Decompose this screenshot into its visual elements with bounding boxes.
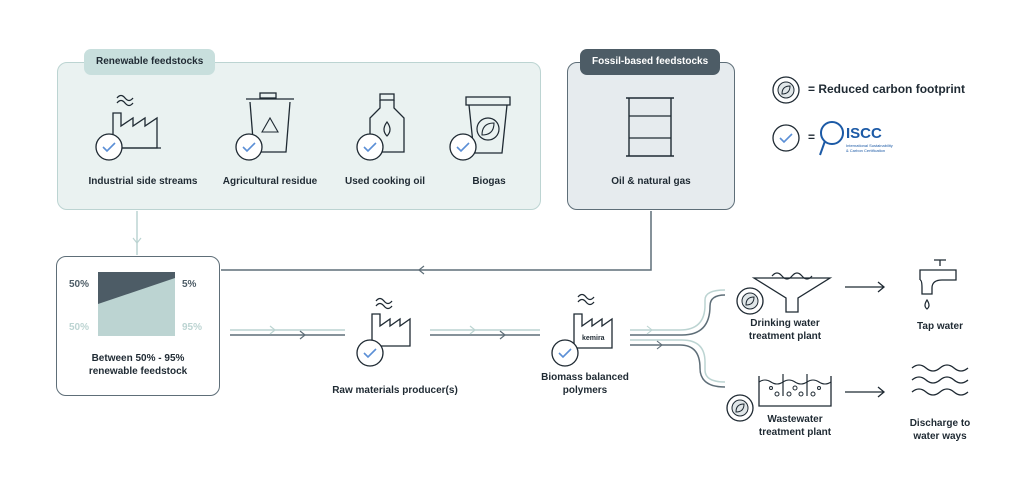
blend-top-left-pct: 50% bbox=[69, 279, 90, 290]
raw-materials-label: Raw materials producer(s) bbox=[332, 385, 458, 396]
check-badge-icon bbox=[95, 133, 123, 161]
leaf-badge-icon bbox=[736, 287, 764, 315]
drinking-water-label-1: Drinking water bbox=[750, 318, 820, 329]
oil-natural-gas-label: Oil & natural gas bbox=[611, 176, 691, 187]
legend-reduced-carbon: = Reduced carbon footprint bbox=[808, 82, 966, 96]
check-badge-icon bbox=[356, 133, 384, 161]
blend-top-right-pct: 5% bbox=[182, 279, 197, 290]
discharge-label-2: water ways bbox=[913, 431, 967, 442]
wastewater-label-2: treatment plant bbox=[758, 427, 832, 438]
discharge-label-1: Discharge to bbox=[909, 418, 971, 429]
kemira-wordmark: kemira bbox=[582, 335, 605, 342]
iscc-logo: ISCC International Sustainability & Carb… bbox=[818, 119, 900, 159]
fossil-feedstocks-tag: Fossil-based feedstocks bbox=[580, 49, 721, 75]
aeration-tank-icon bbox=[758, 374, 832, 407]
biogas-label: Biogas bbox=[472, 176, 506, 187]
biomass-label-1: Biomass balanced bbox=[541, 372, 629, 383]
funnel-icon bbox=[751, 272, 833, 313]
leaf-badge-icon bbox=[726, 394, 754, 422]
check-badge-icon bbox=[449, 133, 477, 161]
used-cooking-oil-label: Used cooking oil bbox=[344, 176, 425, 187]
renewable-feedstocks-tag: Renewable feedstocks bbox=[84, 49, 216, 75]
iscc-logo-sub1: International Sustainability bbox=[846, 143, 893, 148]
wastewater-label-1: Wastewater bbox=[767, 414, 823, 425]
kemira-factory-icon bbox=[573, 293, 613, 349]
check-badge-icon bbox=[551, 339, 579, 367]
check-badge-icon bbox=[356, 339, 384, 367]
blend-bottom-right-pct: 95% bbox=[182, 322, 203, 333]
factory-icon bbox=[371, 297, 411, 347]
oil-bottle-icon bbox=[369, 93, 405, 153]
waves-icon bbox=[911, 364, 969, 396]
tap-water-label: Tap water bbox=[917, 321, 963, 332]
iscc-logo-text: ISCC bbox=[846, 125, 882, 142]
agricultural-residue-label: Agricultural residue bbox=[222, 176, 318, 187]
recycle-bin-icon bbox=[246, 92, 294, 153]
blend-bottom-left-pct: 50% bbox=[69, 322, 90, 333]
drinking-water-label-2: treatment plant bbox=[748, 331, 822, 342]
iscc-logo-sub2: & Carbon Certification bbox=[846, 148, 886, 153]
blend-ratio-graphic bbox=[98, 272, 175, 336]
legend-iscc-equals: = bbox=[808, 130, 816, 144]
fossil-feedstocks-box bbox=[567, 62, 735, 210]
check-badge-icon bbox=[235, 133, 263, 161]
leaf-badge-icon bbox=[772, 76, 800, 104]
blend-label-2: renewable feedstock bbox=[88, 366, 188, 377]
check-badge-icon bbox=[772, 124, 800, 152]
blend-label-1: Between 50% - 95% bbox=[91, 353, 185, 364]
biomass-label-2: polymers bbox=[562, 385, 608, 396]
barrel-icon bbox=[626, 97, 674, 157]
tap-icon bbox=[919, 259, 957, 310]
leaf-cup-icon bbox=[465, 96, 511, 154]
industrial-side-streams-label: Industrial side streams bbox=[88, 176, 198, 187]
